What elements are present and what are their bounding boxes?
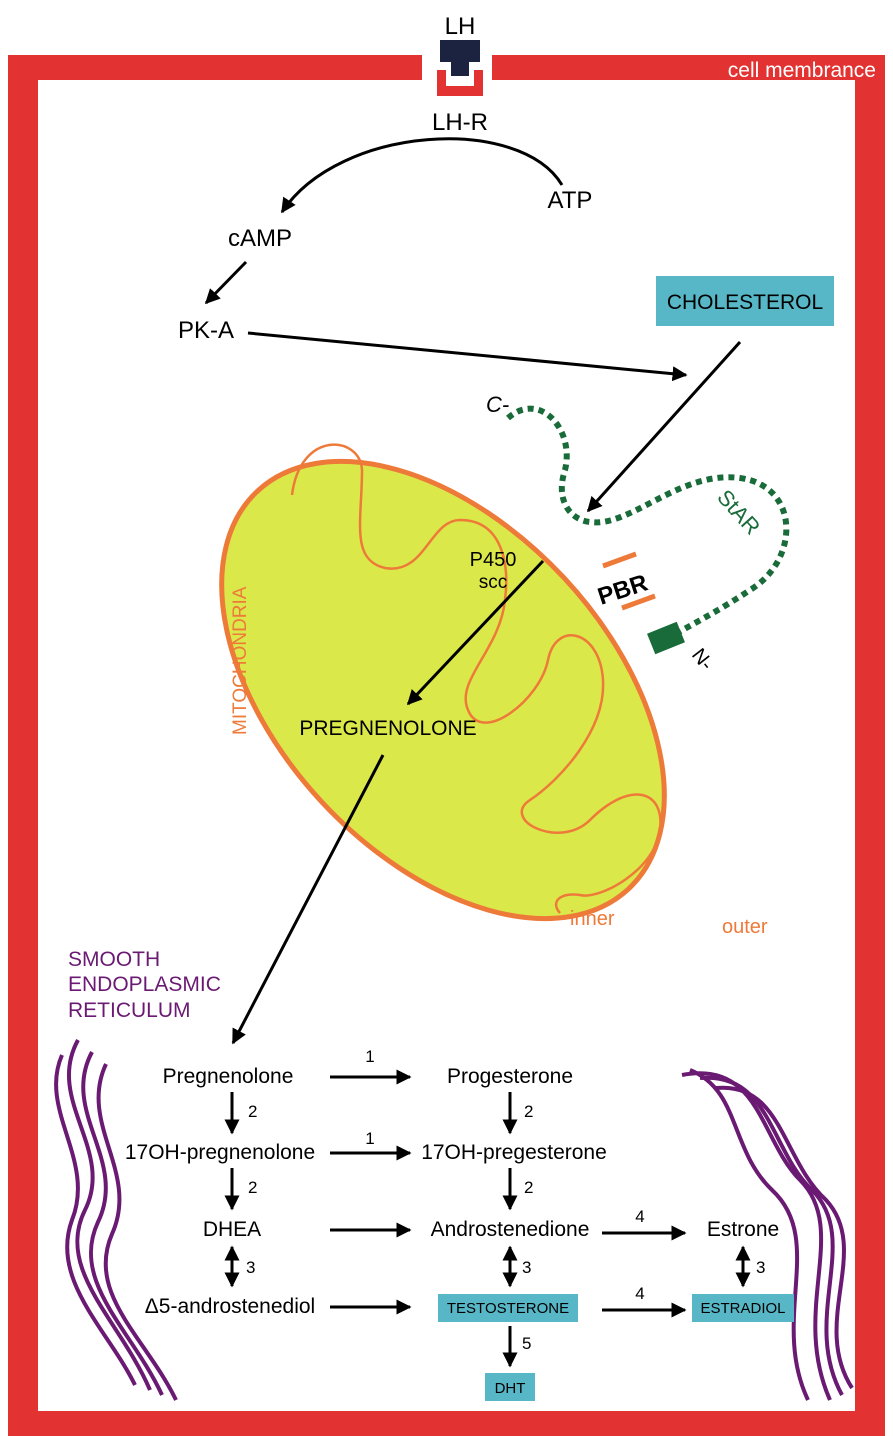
mito-label: MITOCHONDRIA	[230, 586, 251, 735]
atp-label: ATP	[548, 187, 593, 214]
oh-pregnenolone-label: 17OH-pregnenolone	[125, 1141, 315, 1164]
step-preg-ohpreg: 2	[248, 1102, 257, 1121]
er-label-2: ENDOPLASMIC	[68, 973, 221, 996]
step-preg-prog: 1	[365, 1047, 374, 1066]
camp-label: cAMP	[228, 225, 292, 252]
star-label: StAR	[712, 485, 765, 540]
er-label-3: RETICULUM	[68, 999, 191, 1022]
pregnenolone-mito-label: PREGNENOLONE	[299, 717, 476, 740]
lh-receptor-label: LH-R	[432, 109, 488, 136]
pbr-label: PBR	[595, 569, 652, 610]
step-andro-testo: 3	[522, 1258, 531, 1277]
step-testo-dht: 5	[522, 1334, 531, 1353]
step-prog-ohprog: 2	[524, 1102, 533, 1121]
membrane-label: cell membrance	[728, 59, 876, 82]
dhea-label: DHEA	[203, 1218, 261, 1241]
step-testo-estradiol: 4	[635, 1284, 644, 1303]
atp-to-camp-arrow	[282, 139, 562, 212]
star-n-terminus: N-	[687, 645, 717, 675]
er-label-1: SMOOTH	[68, 948, 160, 971]
pka-to-star-arrow	[248, 333, 686, 375]
pka-label: PK-A	[178, 317, 234, 344]
star-n-terminus-block	[647, 622, 685, 654]
androstenedione-label: Androstenedione	[431, 1218, 590, 1241]
star-c-terminus: C-	[486, 392, 509, 417]
outer-label: outer	[722, 916, 768, 938]
step-andro-estrone: 4	[635, 1207, 644, 1226]
step-estrone-estradiol: 3	[756, 1258, 765, 1277]
lh-label: LH	[445, 13, 476, 40]
cholesterol-label: CHOLESTEROL	[667, 291, 823, 314]
inner-label: inner	[570, 908, 615, 930]
dht-label: DHT	[495, 1380, 526, 1397]
pregnenolone-to-er-arrow	[233, 755, 383, 1043]
oh-progesterone-label: 17OH-pregesterone	[421, 1141, 607, 1164]
estradiol-label: ESTRADIOL	[700, 1300, 785, 1317]
step-ohpreg-ohprog: 1	[365, 1129, 374, 1148]
mitochondrion	[137, 379, 749, 1002]
scc-label: scc	[479, 572, 508, 593]
step-dhea-diol: 3	[246, 1258, 255, 1277]
er-left	[56, 1040, 176, 1400]
step-ohprog-andro: 2	[524, 1178, 533, 1197]
androstenediol-label: Δ5-androstenediol	[145, 1295, 315, 1318]
p450-label: P450	[470, 549, 517, 571]
pregnenolone-label: Pregnenolone	[163, 1065, 294, 1088]
step-ohpreg-dhea: 2	[248, 1178, 257, 1197]
progesterone-label: Progesterone	[447, 1065, 573, 1088]
testosterone-label: TESTOSTERONE	[447, 1300, 569, 1317]
estrone-label: Estrone	[707, 1218, 779, 1241]
camp-to-pka-arrow	[206, 262, 246, 303]
